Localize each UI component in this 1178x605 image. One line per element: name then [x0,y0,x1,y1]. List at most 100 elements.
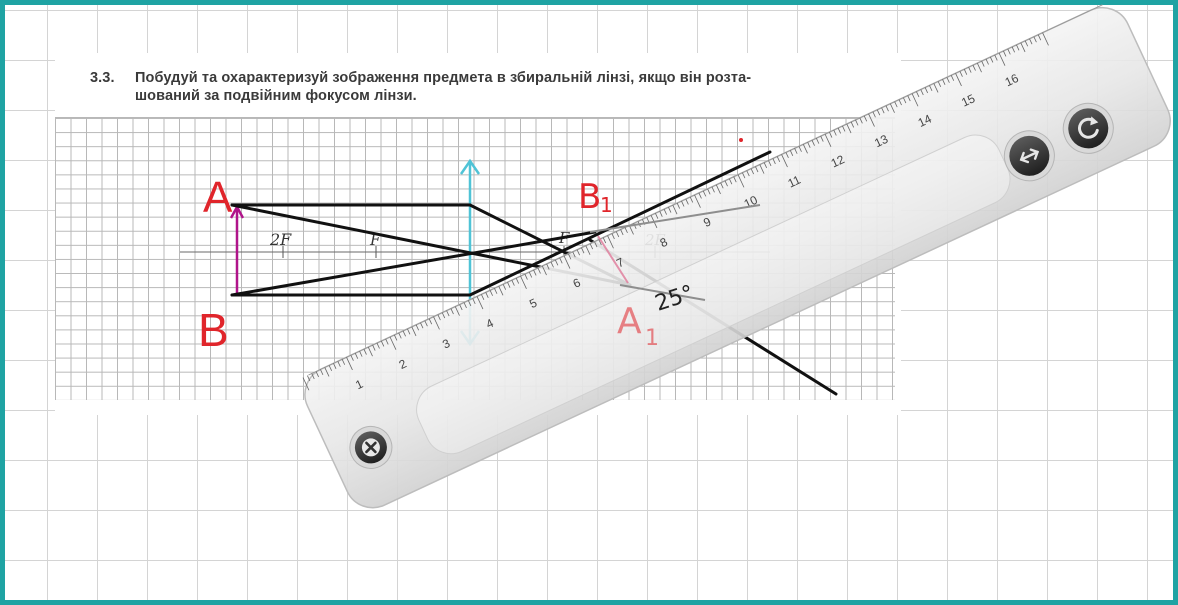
ruler-tick [611,233,615,240]
ruler-tick [668,206,672,213]
ruler-tick [820,135,824,142]
ruler-tick [454,306,460,316]
ruler-tick [502,284,507,290]
ruler-rotate-button[interactable] [1055,95,1121,161]
object-arrow-ab [229,204,245,295]
ruler-tick [581,247,585,254]
ruler-tick [933,83,939,93]
ruler-tick [976,62,982,73]
ruler-tick [420,322,424,329]
ruler-tick [707,188,711,195]
ruler-tick [763,162,768,169]
ruler-tick [772,158,776,165]
ruler-tick [850,121,855,128]
ruler-tick [511,280,515,286]
ruler-tick [424,320,428,327]
label-b: B [198,304,229,356]
ruler-tick [837,127,842,134]
ruler-tick [942,79,946,85]
ruler-tick [398,332,402,339]
ruler-grip[interactable] [408,127,1018,463]
ruler-tick [441,312,446,319]
ruler-tick [311,373,315,380]
ruler-tick [554,259,559,266]
task-statement: 3.3.Побудуй та охарактеризуй зображення … [90,69,910,105]
label-a1: A 1 [617,301,659,351]
ruler-tick [367,346,373,357]
ruler-tick [868,113,875,127]
ruler-tick [955,73,962,87]
ruler-tick [346,357,353,371]
rotate-icon [1078,116,1099,139]
ruler-tick [594,241,598,248]
ruler-tick [815,138,820,144]
ruler-tick [685,198,689,205]
ruler-scale [302,32,1049,391]
ruler-tick [728,178,733,185]
ruler-tick [620,229,624,236]
ruler-tick [428,318,433,325]
ruler-tick [467,300,472,307]
ruler-close-button[interactable] [343,420,399,476]
ruler-tick [907,95,911,102]
ruler-tick [985,58,989,65]
on-screen-ruler[interactable]: 1 2 3 4 5 6 7 8 9 10 11 12 13 14 15 16 [296,0,1178,517]
ruler-flip-button[interactable] [996,123,1062,189]
ruler-tick [694,194,701,208]
ruler-tick [446,310,450,317]
ruler-tick-label-11: 11 [786,172,804,190]
ruler-tick [885,105,889,112]
ruler-tick [359,351,363,357]
ruler-tick [520,275,527,289]
ruler-tick [320,369,324,376]
ruler-tick [672,204,678,215]
ruler-tick [655,213,659,219]
ruler-tick [859,117,863,124]
ruler-tick [863,115,868,122]
ruler-tick [385,338,389,345]
image-arrow-a1b1 [597,235,629,284]
task-number: 3.3. [90,70,115,86]
ruler-tick [663,209,667,215]
ruler-tick [485,292,489,298]
ruler-tick [559,257,563,264]
ruler-tick [759,164,765,174]
label-a: A [203,173,233,222]
ruler-tick [715,184,721,195]
ruler-tick [607,235,614,249]
ruler-tick [929,85,933,92]
ruler-tick [755,166,759,173]
ruler-tick [746,170,750,177]
ruler-tick [916,91,920,98]
ruler-tick [785,152,789,158]
ruler-tick [963,69,968,75]
ruler-tick [624,227,628,234]
ruler-tick [528,271,533,278]
label-a1-letter: A [617,301,642,342]
ruler-tick [842,125,846,132]
ruler-tick [433,316,440,330]
ruler-tick [463,302,467,309]
ruler-tick [598,239,602,246]
ruler-tick [333,363,337,369]
ruler-tick [541,265,547,276]
ruler-tick [702,190,707,197]
ruler-tick [546,263,550,270]
ruler-tick [1020,42,1026,53]
ruler-tick [802,144,808,154]
ruler-tick [724,180,728,187]
ruler-tick [337,361,341,367]
ruler-tick [829,131,833,138]
ruler-tick [524,273,528,280]
ruler-tick [889,103,895,113]
ruler-tick [994,54,998,61]
ruler-tick [437,314,441,321]
ruler-tick [1007,48,1011,55]
ruler-tick [798,146,802,152]
ruler-tick [476,296,484,310]
ruler-tick [807,142,811,148]
ruler-tick-label-15: 15 [959,91,977,109]
ruler-tick [676,202,681,209]
ruler-tick [376,342,380,349]
ruler-tick [998,52,1006,66]
